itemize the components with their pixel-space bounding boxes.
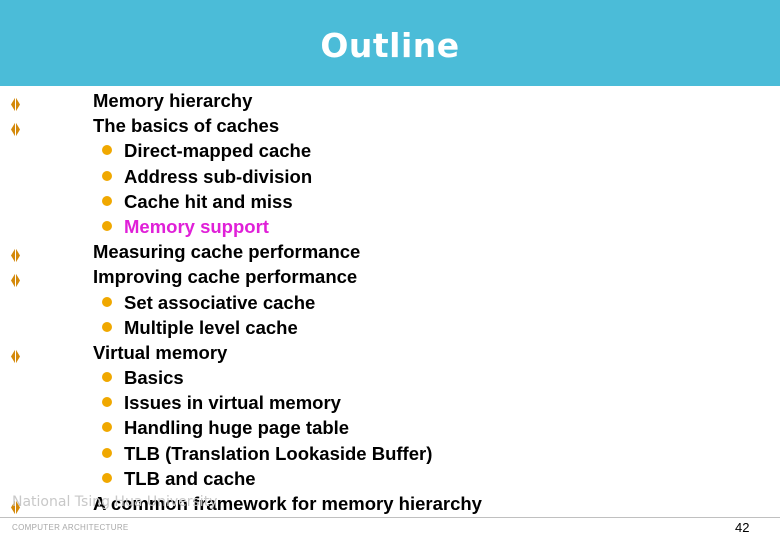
outline-item-text: Direct-mapped cache: [124, 140, 312, 162]
dot-bullet-icon: [102, 296, 112, 307]
outline-subitem: Address sub-division: [0, 164, 780, 189]
outline-item-text: Measuring cache performance: [93, 241, 361, 263]
diamond-bullet-icon: [11, 244, 20, 264]
title-bar: Outline: [0, 0, 780, 86]
dot-bullet-icon: [102, 372, 112, 383]
outline-item-text: Memory support: [124, 215, 269, 237]
outline-subitem: TLB (Translation Lookaside Buffer): [0, 441, 780, 466]
outline-subitem: Memory support: [0, 214, 780, 239]
outline-item-text: The basics of caches: [93, 115, 280, 137]
outline-subitem: Basics: [0, 365, 780, 390]
outline-subitem: Issues in virtual memory: [0, 390, 780, 415]
diamond-bullet-icon: [11, 93, 20, 112]
outline-item: A common framework for memory hierarchy: [0, 491, 780, 516]
outline-subitem: Handling huge page table: [0, 415, 780, 440]
dot-bullet-icon: [102, 145, 112, 156]
footer-divider: [0, 517, 780, 518]
outline-item-text: Multiple level cache: [124, 316, 298, 338]
dot-bullet-icon: [102, 397, 112, 408]
outline-item-text: Handling huge page table: [124, 417, 350, 439]
diamond-bullet-icon: [11, 345, 20, 364]
dot-bullet-icon: [102, 170, 112, 181]
outline-item-text: Basics: [124, 367, 184, 389]
outline-subitem: TLB and cache: [0, 466, 780, 491]
dot-bullet-icon: [102, 422, 112, 433]
outline-item: Memory hierarchy: [0, 88, 780, 113]
outline-item-text: Address sub-division: [124, 165, 313, 187]
outline-item: The basics of caches: [0, 113, 780, 138]
outline-item: Virtual memory: [0, 340, 780, 365]
dot-bullet-icon: [102, 447, 112, 458]
dot-bullet-icon: [102, 321, 112, 332]
page-number: 42: [735, 520, 750, 535]
outline-item-text: Set associative cache: [124, 291, 316, 313]
outline-item-text: TLB and cache: [124, 467, 256, 489]
outline-item-text: A common framework for memory hierarchy: [93, 493, 482, 514]
outline-item-text: Virtual memory: [93, 341, 228, 363]
outline-item-text: Cache hit and miss: [124, 190, 293, 212]
outline-subitem: Direct-mapped cache: [0, 138, 780, 163]
outline-item: Measuring cache performance: [0, 239, 780, 264]
diamond-bullet-icon: [11, 269, 20, 289]
dot-bullet-icon: [102, 195, 112, 206]
outline-subitem: Multiple level cache: [0, 315, 780, 340]
diamond-bullet-icon: [11, 118, 20, 138]
dot-bullet-icon: [102, 472, 112, 483]
outline-item-text: TLB (Translation Lookaside Buffer): [124, 442, 433, 464]
outline-item-text: Memory hierarchy: [93, 90, 253, 111]
footer-course-label: COMPUTER ARCHITECTURE: [12, 523, 129, 532]
outline-item-text: Improving cache performance: [93, 266, 358, 288]
outline-subitem: Set associative cache: [0, 290, 780, 315]
outline-item: Improving cache performance: [0, 264, 780, 289]
outline-item-text: Issues in virtual memory: [124, 392, 341, 414]
dot-bullet-icon: [102, 220, 112, 231]
slide-title: Outline: [320, 26, 460, 65]
diamond-bullet-icon: [11, 496, 20, 515]
outline-subitem: Cache hit and miss: [0, 189, 780, 214]
footer-logo-watermark: National Tsing Hua University: [12, 494, 218, 510]
